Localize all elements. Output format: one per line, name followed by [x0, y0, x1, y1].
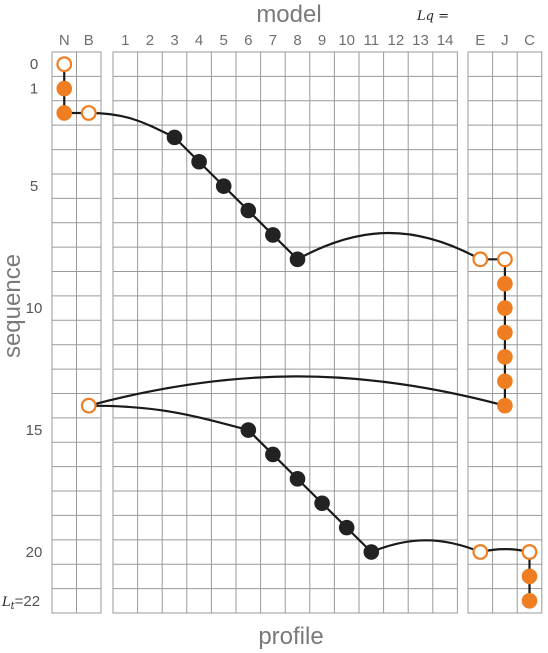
row-label-20: 20: [26, 544, 43, 561]
path-edge: [370, 539, 481, 554]
column-label-2: 2: [146, 32, 154, 49]
column-label-7: 7: [269, 32, 277, 49]
match-state-node: [240, 422, 257, 438]
column-label-5: 5: [220, 32, 228, 49]
match-state-node: [363, 544, 380, 560]
column-label-4: 4: [195, 32, 203, 49]
special-state-empty-node: [472, 251, 489, 268]
path-nodes: [56, 56, 538, 609]
column-label-3: 3: [170, 32, 178, 49]
special-state-filled-node: [497, 397, 513, 414]
match-state-node: [314, 495, 330, 512]
grid-block-left: [51, 51, 102, 614]
column-label-14: 14: [437, 32, 454, 49]
path-edge: [296, 232, 481, 261]
model-title: model: [256, 1, 321, 28]
column-label-B: B: [84, 32, 94, 49]
lq-label: Lq =: [416, 9, 449, 24]
special-state-filled-node: [521, 568, 538, 585]
special-state-filled-node: [521, 593, 538, 609]
column-label-C: C: [524, 32, 535, 49]
column-label-9: 9: [318, 32, 326, 49]
column-label-N: N: [59, 32, 70, 49]
special-state-empty-node: [521, 544, 538, 560]
match-state-node: [215, 178, 232, 194]
column-label-8: 8: [293, 32, 301, 49]
match-state-node: [265, 446, 281, 463]
match-state-node: [265, 227, 281, 243]
sequence-axis-label: sequence: [0, 254, 26, 358]
lt-value: =22: [15, 593, 40, 610]
match-state-node: [289, 251, 306, 268]
column-label-6: 6: [244, 32, 252, 49]
path-edges: [63, 64, 531, 601]
special-state-filled-node: [56, 105, 73, 121]
special-state-empty-node: [497, 251, 513, 268]
column-label-1: 1: [121, 32, 129, 49]
grid-layer: [51, 51, 543, 614]
special-state-empty-node: [56, 56, 73, 73]
match-state-node: [240, 202, 257, 219]
lt-symbol: L: [1, 595, 11, 610]
special-state-filled-node: [497, 373, 513, 390]
row-label-1: 1: [30, 81, 38, 98]
column-label-E: E: [475, 32, 485, 49]
grid-border: [467, 51, 543, 614]
special-state-filled-node: [56, 80, 73, 97]
column-label-J: J: [501, 32, 509, 49]
match-state-node: [191, 153, 207, 170]
special-state-filled-node: [497, 300, 513, 316]
special-state-empty-node: [472, 544, 489, 560]
profile-footer: profile: [258, 623, 323, 650]
lt-subscript: t: [11, 601, 16, 612]
special-state-filled-node: [497, 349, 513, 365]
row-label-0: 0: [30, 56, 38, 73]
match-state-node: [338, 519, 355, 536]
column-label-10: 10: [338, 32, 355, 49]
match-state-node: [289, 471, 306, 487]
row-label-5: 5: [30, 178, 38, 195]
path-edge: [88, 404, 249, 432]
row-label-10: 10: [26, 300, 43, 317]
column-label-11: 11: [364, 32, 380, 49]
special-state-filled-node: [497, 275, 513, 292]
lt-label: Lt=22: [1, 593, 40, 612]
special-state-filled-node: [497, 324, 513, 341]
grid-block-model: [112, 51, 458, 614]
column-label-13: 13: [412, 32, 429, 49]
path-edge: [88, 375, 506, 407]
match-state-node: [166, 129, 183, 146]
column-label-12: 12: [388, 32, 405, 49]
special-state-empty-node: [80, 397, 97, 414]
special-state-empty-node: [80, 105, 97, 121]
path-edge: [88, 111, 175, 139]
row-label-15: 15: [26, 422, 43, 439]
